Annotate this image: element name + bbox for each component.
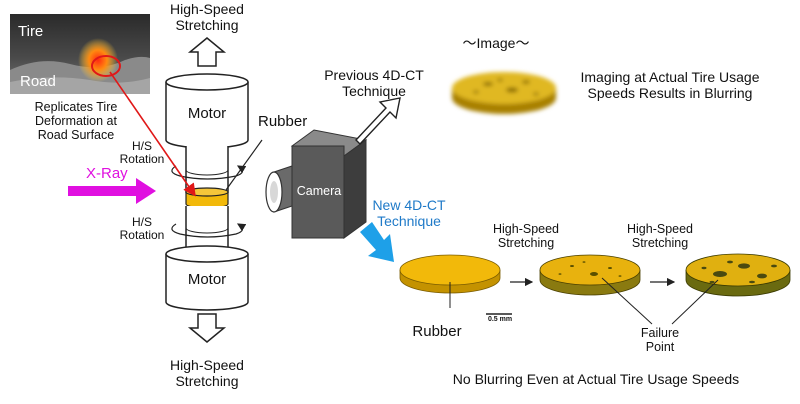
stretch-bottom-line-1: High-Speed — [170, 357, 244, 373]
stage-1-line-2: Stretching — [497, 236, 555, 250]
camera-label: Camera — [296, 184, 342, 198]
blur-caption-line-1: Imaging at Actual Tire Usage — [580, 69, 760, 85]
failure-pointer-2 — [671, 279, 719, 325]
replicates-line-2: Deformation at — [35, 114, 117, 128]
rubber-label: Rubber — [258, 113, 308, 130]
rubber-specimen — [185, 187, 229, 209]
blur-caption: Imaging at Actual Tire Usage Speeds Resu… — [570, 69, 770, 101]
rotation-arrow-bottom — [171, 223, 247, 238]
rotation-top-label: H/S Rotation — [112, 139, 172, 167]
stretch-top-line-1: High-Speed — [170, 1, 244, 17]
rubber-disk-mid — [539, 254, 641, 296]
rotation-bottom-line-2: Rotation — [119, 228, 165, 243]
scale-bar-label: 0.5 mm — [487, 316, 513, 323]
blur-caption-line-2: Speeds Results in Blurring — [587, 84, 753, 101]
previous-technique-line-2: Technique — [342, 82, 406, 99]
stage-1-line-1: High-Speed — [492, 222, 559, 236]
xray-arrow — [68, 178, 156, 204]
new-technique-label: New 4D-CT Technique — [364, 197, 454, 229]
camera-illustration — [265, 129, 368, 239]
rotation-arrow-top — [171, 165, 247, 180]
rotation-bottom-line-1: H/S — [131, 215, 152, 229]
rubber-disk-failed — [685, 253, 791, 297]
new-technique-line-2: Technique — [377, 212, 441, 229]
rubber-disk-initial — [399, 254, 501, 294]
rubber-pointer — [225, 139, 263, 191]
failure-point-line-2: Point — [645, 340, 675, 354]
stretch-down-arrow — [187, 313, 227, 343]
replicates-line-1: Replicates Tire — [34, 100, 118, 114]
image-header: ～Image～ — [462, 35, 530, 51]
stretch-bottom-line-2: Stretching — [175, 372, 239, 389]
new-technique-arrow — [360, 222, 394, 262]
photo-to-specimen-line — [109, 71, 196, 197]
previous-technique-arrow — [355, 97, 401, 146]
xray-label: X-Ray — [86, 165, 128, 182]
photo-road-label: Road — [20, 73, 56, 90]
motor-top-label: Motor — [187, 105, 227, 122]
stage-2-label: High-Speed Stretching — [612, 222, 708, 250]
stage-2-line-1: High-Speed — [626, 222, 693, 236]
rotation-top-line-2: Rotation — [119, 152, 165, 167]
replicates-caption: Replicates Tire Deformation at Road Surf… — [14, 100, 138, 142]
new-technique-line-1: New 4D-CT — [372, 197, 446, 213]
replicates-line-3: Road Surface — [37, 128, 115, 142]
upper-shaft — [185, 146, 229, 193]
motor-bottom-label: Motor — [187, 271, 227, 288]
rotation-bottom-label: H/S Rotation — [112, 215, 172, 243]
tire-road-photo — [10, 14, 150, 94]
failure-pointer-1 — [601, 277, 653, 325]
bottom-motor — [165, 245, 249, 311]
failure-point-label: Failure Point — [622, 326, 698, 354]
rubber-sample-label: Rubber — [412, 323, 462, 340]
no-blur-caption: No Blurring Even at Actual Tire Usage Sp… — [452, 371, 740, 387]
stage-1-label: High-Speed Stretching — [478, 222, 574, 250]
previous-technique-label: Previous 4D-CT Technique — [318, 67, 430, 99]
photo-tire-label: Tire — [18, 23, 44, 40]
blurred-image-disk — [452, 72, 556, 114]
previous-technique-line-1: Previous 4D-CT — [324, 67, 424, 83]
stretch-bottom-label: High-Speed Stretching — [160, 357, 254, 389]
stretch-top-label: High-Speed Stretching — [160, 1, 254, 33]
stage-2-line-2: Stretching — [631, 236, 689, 250]
failure-point-line-1: Failure — [640, 326, 680, 340]
rotation-top-line-1: H/S — [131, 139, 152, 153]
stretch-top-line-2: Stretching — [175, 16, 239, 33]
stretch-up-arrow — [187, 37, 227, 67]
